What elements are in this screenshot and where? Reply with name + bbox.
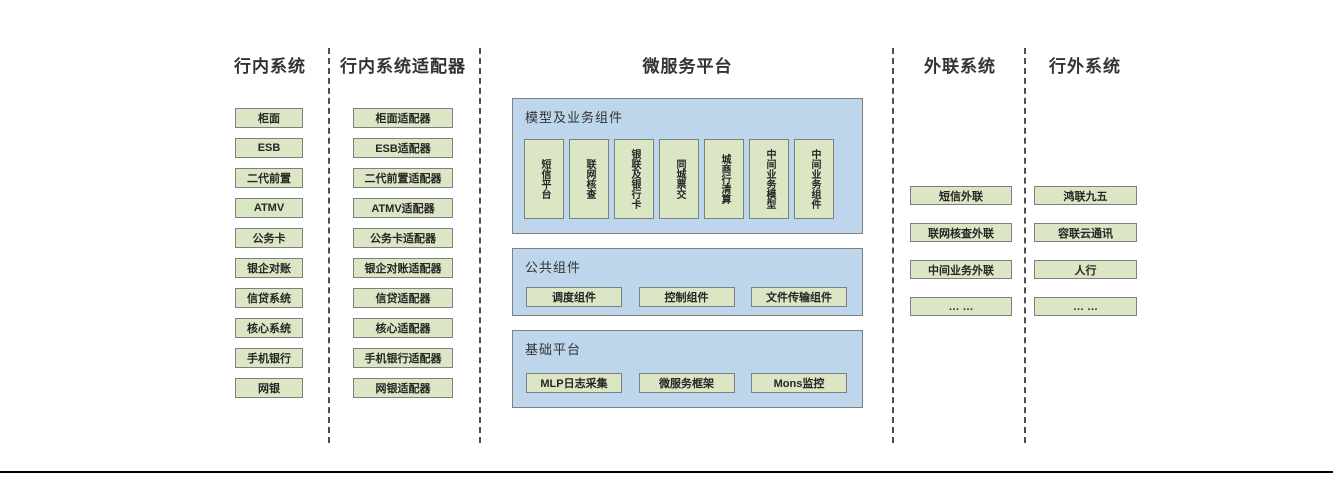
diagram-box: 银企对账适配器: [353, 258, 453, 278]
diagram-box: 人行: [1034, 260, 1137, 279]
diagram-box: … …: [1034, 297, 1137, 316]
model-business-box-list: 短信平台联网核查银联及银行卡同城票交城商行清算中间业务模型中间业务组件: [524, 139, 834, 219]
column-title-internal-systems: 行内系统: [234, 57, 306, 76]
panel-common-components: 公共组件 调度组件控制组件文件传输组件: [512, 248, 863, 316]
panel-model-business-components: 模型及业务组件 短信平台联网核查银联及银行卡同城票交城商行清算中间业务模型中间业…: [512, 98, 863, 234]
internal-systems-box-list: 柜面 ESB 二代前置 ATMV 公务卡银企对账信贷系统核心系统手机银行网银: [235, 108, 303, 398]
external-link-systems-box-list: 短信外联联网核查外联中间业务外联 … …: [910, 186, 1012, 316]
diagram-box: 柜面: [235, 108, 303, 128]
diagram-box: 手机银行: [235, 348, 303, 368]
diagram-box: ESB适配器: [353, 138, 453, 158]
dashed-separator: [892, 48, 894, 443]
diagram-box: 鸿联九五: [1034, 186, 1137, 205]
outside-systems-box-list: 鸿联九五容联云通讯人行 … …: [1034, 186, 1137, 316]
diagram-box: 调度组件: [526, 287, 622, 307]
diagram-box: 中间业务组件: [794, 139, 834, 219]
common-components-box-list: 调度组件控制组件文件传输组件: [526, 287, 847, 307]
column-title-outside-systems: 行外系统: [1049, 57, 1121, 76]
diagram-box: 短信外联: [910, 186, 1012, 205]
diagram-box: 柜面适配器: [353, 108, 453, 128]
diagram-box: 微服务框架: [638, 373, 735, 393]
base-platform-box-list: MLP日志采集微服务框架 Mons监控: [526, 373, 847, 393]
diagram-box: ATMV: [235, 198, 303, 218]
diagram-box: 手机银行适配器: [353, 348, 453, 368]
diagram-box: 城商行清算: [704, 139, 744, 219]
column-title-external-link-systems: 外联系统: [924, 57, 996, 76]
diagram-box: 二代前置: [235, 168, 303, 188]
diagram-box: 核心系统: [235, 318, 303, 338]
diagram-box: 控制组件: [638, 287, 735, 307]
diagram-box: 二代前置适配器: [353, 168, 453, 188]
diagram-box: 核心适配器: [353, 318, 453, 338]
diagram-box: 短信平台: [524, 139, 564, 219]
panel-label-common: 公共组件: [525, 260, 582, 275]
diagram-box: 容联云通讯: [1034, 223, 1137, 242]
column-title-internal-adapters: 行内系统适配器: [340, 57, 466, 76]
diagram-box: 网银: [235, 378, 303, 398]
diagram-box: … …: [910, 297, 1012, 316]
diagram-box: 网银适配器: [353, 378, 453, 398]
diagram-box: 中间业务外联: [910, 260, 1012, 279]
diagram-box: ESB: [235, 138, 303, 158]
diagram-box: 联网核查: [569, 139, 609, 219]
diagram-box: 公务卡适配器: [353, 228, 453, 248]
bottom-horizontal-rule: [0, 471, 1333, 473]
diagram-box: 中间业务模型: [749, 139, 789, 219]
diagram-box: 公务卡: [235, 228, 303, 248]
diagram-box: ATMV适配器: [353, 198, 453, 218]
dashed-separator: [328, 48, 330, 443]
diagram-box: Mons监控: [751, 373, 847, 393]
diagram-box: 银企对账: [235, 258, 303, 278]
diagram-box: 文件传输组件: [751, 287, 847, 307]
internal-adapters-box-list: 柜面适配器 ESB适配器二代前置适配器 ATMV适配器公务卡适配器银企对账适配器信贷…: [353, 108, 453, 398]
diagram-box: 银联及银行卡: [614, 139, 654, 219]
diagram-box: 信贷适配器: [353, 288, 453, 308]
panel-label-model-business: 模型及业务组件: [525, 110, 624, 125]
diagram-box: 信贷系统: [235, 288, 303, 308]
diagram-box: 同城票交: [659, 139, 699, 219]
panel-base-platform: 基础平台 MLP日志采集微服务框架 Mons监控: [512, 330, 863, 408]
dashed-separator: [1024, 48, 1026, 443]
dashed-separator: [479, 48, 481, 443]
panel-label-base: 基础平台: [525, 342, 582, 357]
column-title-microservice-platform: 微服务平台: [642, 57, 733, 76]
diagram-box: 联网核查外联: [910, 223, 1012, 242]
diagram-box: MLP日志采集: [526, 373, 622, 393]
